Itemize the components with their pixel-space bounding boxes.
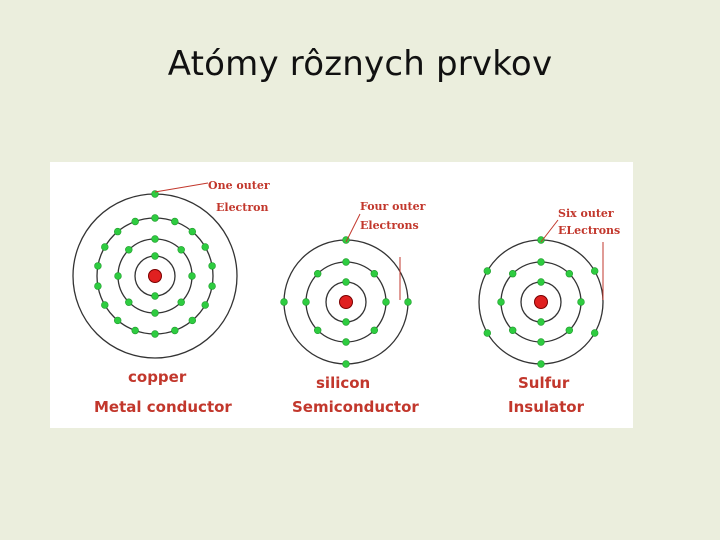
- electron: [371, 270, 378, 277]
- electron: [189, 317, 196, 324]
- nucleus: [535, 296, 548, 309]
- silicon-element-type: Semiconductor: [292, 398, 419, 416]
- electron: [125, 246, 132, 253]
- electron: [189, 228, 196, 235]
- electron: [303, 299, 310, 306]
- slide-title: Atómy rôznych prvkov: [0, 44, 720, 84]
- electron: [171, 327, 178, 334]
- electron: [178, 299, 185, 306]
- leader-line: [155, 183, 208, 192]
- nucleus: [149, 270, 162, 283]
- electron: [209, 283, 216, 290]
- electron: [383, 299, 390, 306]
- electron: [101, 302, 108, 309]
- electron: [343, 319, 350, 326]
- electron: [189, 273, 196, 280]
- electron: [509, 327, 516, 334]
- electron: [578, 299, 585, 306]
- electron: [484, 268, 491, 275]
- electron: [95, 283, 102, 290]
- electron: [171, 218, 178, 225]
- copper-element-type: Metal conductor: [94, 398, 232, 416]
- electron: [152, 331, 159, 338]
- atom-sulfur: Six outer ELectrons Sulfur Insulator: [479, 207, 620, 416]
- electron: [566, 270, 573, 277]
- electron: [152, 310, 159, 317]
- electron: [101, 244, 108, 251]
- electron: [132, 327, 139, 334]
- electron: [498, 299, 505, 306]
- electron: [538, 319, 545, 326]
- nucleus: [340, 296, 353, 309]
- sulfur-note-line1: Six outer: [558, 207, 614, 220]
- electron: [538, 259, 545, 266]
- electron: [314, 270, 321, 277]
- electron: [538, 279, 545, 286]
- electron: [152, 215, 159, 222]
- electron: [314, 327, 321, 334]
- electron: [152, 293, 159, 300]
- atom-copper: One outer Electron copper Metal conducto…: [73, 179, 270, 416]
- copper-element-name: copper: [128, 368, 187, 386]
- electron: [591, 330, 598, 337]
- electron: [132, 218, 139, 225]
- electron: [152, 236, 159, 243]
- electron: [343, 259, 350, 266]
- electron: [115, 273, 122, 280]
- atom-diagram-svg: One outer Electron copper Metal conducto…: [50, 162, 633, 428]
- leader-line: [541, 220, 558, 242]
- electron: [509, 270, 516, 277]
- electron: [114, 317, 121, 324]
- electron: [484, 330, 491, 337]
- copper-note-line2: Electron: [216, 201, 268, 214]
- electron: [202, 302, 209, 309]
- atom-silicon: Four outer Electrons silicon Semiconduct…: [281, 200, 426, 416]
- silicon-note-line1: Four outer: [360, 200, 426, 213]
- electron: [178, 246, 185, 253]
- electron: [538, 339, 545, 346]
- leader-line: [346, 214, 360, 242]
- sulfur-note-line2: ELectrons: [558, 224, 620, 237]
- electron: [405, 299, 412, 306]
- electron: [343, 279, 350, 286]
- electron: [95, 263, 102, 270]
- silicon-element-name: silicon: [316, 374, 370, 392]
- electron: [343, 339, 350, 346]
- electron: [538, 361, 545, 368]
- electron: [281, 299, 288, 306]
- sulfur-element-name: Sulfur: [518, 374, 570, 392]
- electron: [202, 244, 209, 251]
- electron: [538, 237, 545, 244]
- electron: [114, 228, 121, 235]
- sulfur-element-type: Insulator: [508, 398, 585, 416]
- silicon-note-line2: Electrons: [360, 219, 419, 232]
- electron: [209, 263, 216, 270]
- electron: [343, 361, 350, 368]
- copper-note-line1: One outer: [208, 179, 270, 192]
- electron: [371, 327, 378, 334]
- atom-diagram-figure: One outer Electron copper Metal conducto…: [50, 162, 633, 428]
- electron: [591, 268, 598, 275]
- electron: [566, 327, 573, 334]
- electron: [125, 299, 132, 306]
- electron: [152, 253, 159, 260]
